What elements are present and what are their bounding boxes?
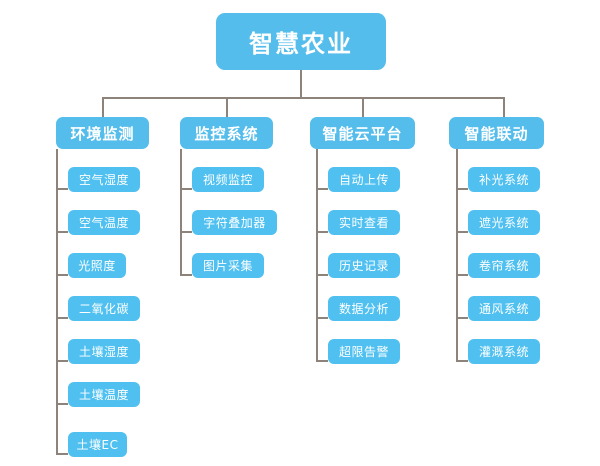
connector-elbow-3-1 (316, 188, 328, 190)
leaf-node-4-4[interactable]: 通风系统 (468, 296, 540, 321)
leaf-node-4-3-label: 卷帘系统 (478, 259, 529, 273)
branch-node-3[interactable]: 智能云平台 (310, 117, 415, 149)
leaf-node-4-4-label: 通风系统 (478, 302, 529, 316)
leaf-node-4-1-label: 补光系统 (478, 173, 529, 187)
branch-node-3-label: 智能云平台 (322, 124, 403, 143)
branch-node-1-label: 环境监测 (70, 124, 135, 143)
connector-elbow-1-3 (56, 274, 68, 276)
leaf-node-3-5[interactable]: 超限告警 (328, 339, 400, 364)
connector-trunk-3 (316, 149, 318, 361)
branch-node-2-label: 监控系统 (194, 124, 259, 143)
leaf-node-2-3[interactable]: 图片采集 (192, 253, 264, 278)
leaf-node-3-1[interactable]: 自动上传 (328, 167, 400, 192)
leaf-node-3-5-label: 超限告警 (338, 345, 389, 359)
root-node-label: 智慧农业 (249, 30, 353, 58)
connector-elbow-1-2 (56, 231, 68, 233)
leaf-node-2-1[interactable]: 视频监控 (192, 167, 264, 192)
connector-branch-drop-3 (362, 97, 364, 118)
connector-root-bus (103, 97, 504, 99)
leaf-node-1-5-label: 土壤湿度 (78, 345, 129, 359)
branch-node-4[interactable]: 智能联动 (449, 117, 544, 149)
connector-branch-drop-4 (503, 97, 505, 118)
leaf-node-4-5[interactable]: 灌溉系统 (468, 339, 540, 364)
connector-branch-drop-1 (102, 97, 104, 118)
leaf-node-1-7-label: 土壤EC (76, 438, 119, 452)
connector-elbow-4-3 (456, 274, 468, 276)
branch-node-2[interactable]: 监控系统 (180, 117, 273, 149)
connector-elbow-1-1 (56, 188, 68, 190)
connector-elbow-3-2 (316, 231, 328, 233)
leaf-node-4-2-label: 遮光系统 (478, 216, 529, 230)
leaf-node-1-1-label: 空气湿度 (78, 173, 129, 187)
connector-root-stem (300, 70, 302, 98)
leaf-node-1-3[interactable]: 光照度 (68, 253, 126, 278)
connector-elbow-2-1 (180, 188, 192, 190)
connector-elbow-1-5 (56, 360, 68, 362)
root-node[interactable]: 智慧农业 (216, 13, 386, 70)
leaf-node-1-7[interactable]: 土壤EC (68, 432, 127, 457)
leaf-node-4-5-label: 灌溉系统 (478, 345, 529, 359)
connector-trunk-1 (56, 149, 58, 455)
connector-trunk-4 (456, 149, 458, 361)
leaf-node-1-2[interactable]: 空气温度 (68, 210, 140, 235)
leaf-node-3-2[interactable]: 实时查看 (328, 210, 400, 235)
leaf-node-4-1[interactable]: 补光系统 (468, 167, 540, 192)
connector-elbow-2-3 (180, 274, 192, 276)
leaf-node-1-2-label: 空气温度 (78, 216, 129, 230)
connector-trunk-2 (180, 149, 182, 275)
leaf-node-1-4[interactable]: 二氧化碳 (68, 296, 140, 321)
branch-node-1[interactable]: 环境监测 (56, 117, 149, 149)
leaf-node-2-3-label: 图片采集 (202, 259, 253, 273)
connector-elbow-2-2 (180, 231, 192, 233)
leaf-node-3-4[interactable]: 数据分析 (328, 296, 400, 321)
connector-branch-drop-2 (226, 97, 228, 118)
leaf-node-4-2[interactable]: 遮光系统 (468, 210, 540, 235)
connector-elbow-3-3 (316, 274, 328, 276)
leaf-node-1-1[interactable]: 空气湿度 (68, 167, 140, 192)
connector-elbow-1-4 (56, 317, 68, 319)
connector-elbow-4-5 (456, 360, 468, 362)
leaf-node-3-3[interactable]: 历史记录 (328, 253, 400, 278)
connector-elbow-1-6 (56, 403, 68, 405)
connector-elbow-4-1 (456, 188, 468, 190)
leaf-node-4-3[interactable]: 卷帘系统 (468, 253, 540, 278)
leaf-node-1-6-label: 土壤温度 (78, 388, 129, 402)
branch-node-4-label: 智能联动 (464, 124, 529, 143)
leaf-node-1-6[interactable]: 土壤温度 (68, 382, 140, 407)
leaf-node-2-2-label: 字符叠加器 (203, 216, 266, 230)
leaf-node-3-3-label: 历史记录 (338, 259, 389, 273)
connector-elbow-3-4 (316, 317, 328, 319)
connector-elbow-4-4 (456, 317, 468, 319)
leaf-node-3-2-label: 实时查看 (338, 216, 389, 230)
leaf-node-1-4-label: 二氧化碳 (78, 302, 129, 316)
connector-elbow-4-2 (456, 231, 468, 233)
leaf-node-1-3-label: 光照度 (78, 259, 116, 273)
connector-elbow-1-7 (56, 453, 68, 455)
leaf-node-1-5[interactable]: 土壤湿度 (68, 339, 140, 364)
connector-elbow-3-5 (316, 360, 328, 362)
leaf-node-3-4-label: 数据分析 (338, 302, 389, 316)
leaf-node-2-1-label: 视频监控 (202, 173, 253, 187)
leaf-node-3-1-label: 自动上传 (338, 173, 389, 187)
leaf-node-2-2[interactable]: 字符叠加器 (192, 210, 277, 235)
